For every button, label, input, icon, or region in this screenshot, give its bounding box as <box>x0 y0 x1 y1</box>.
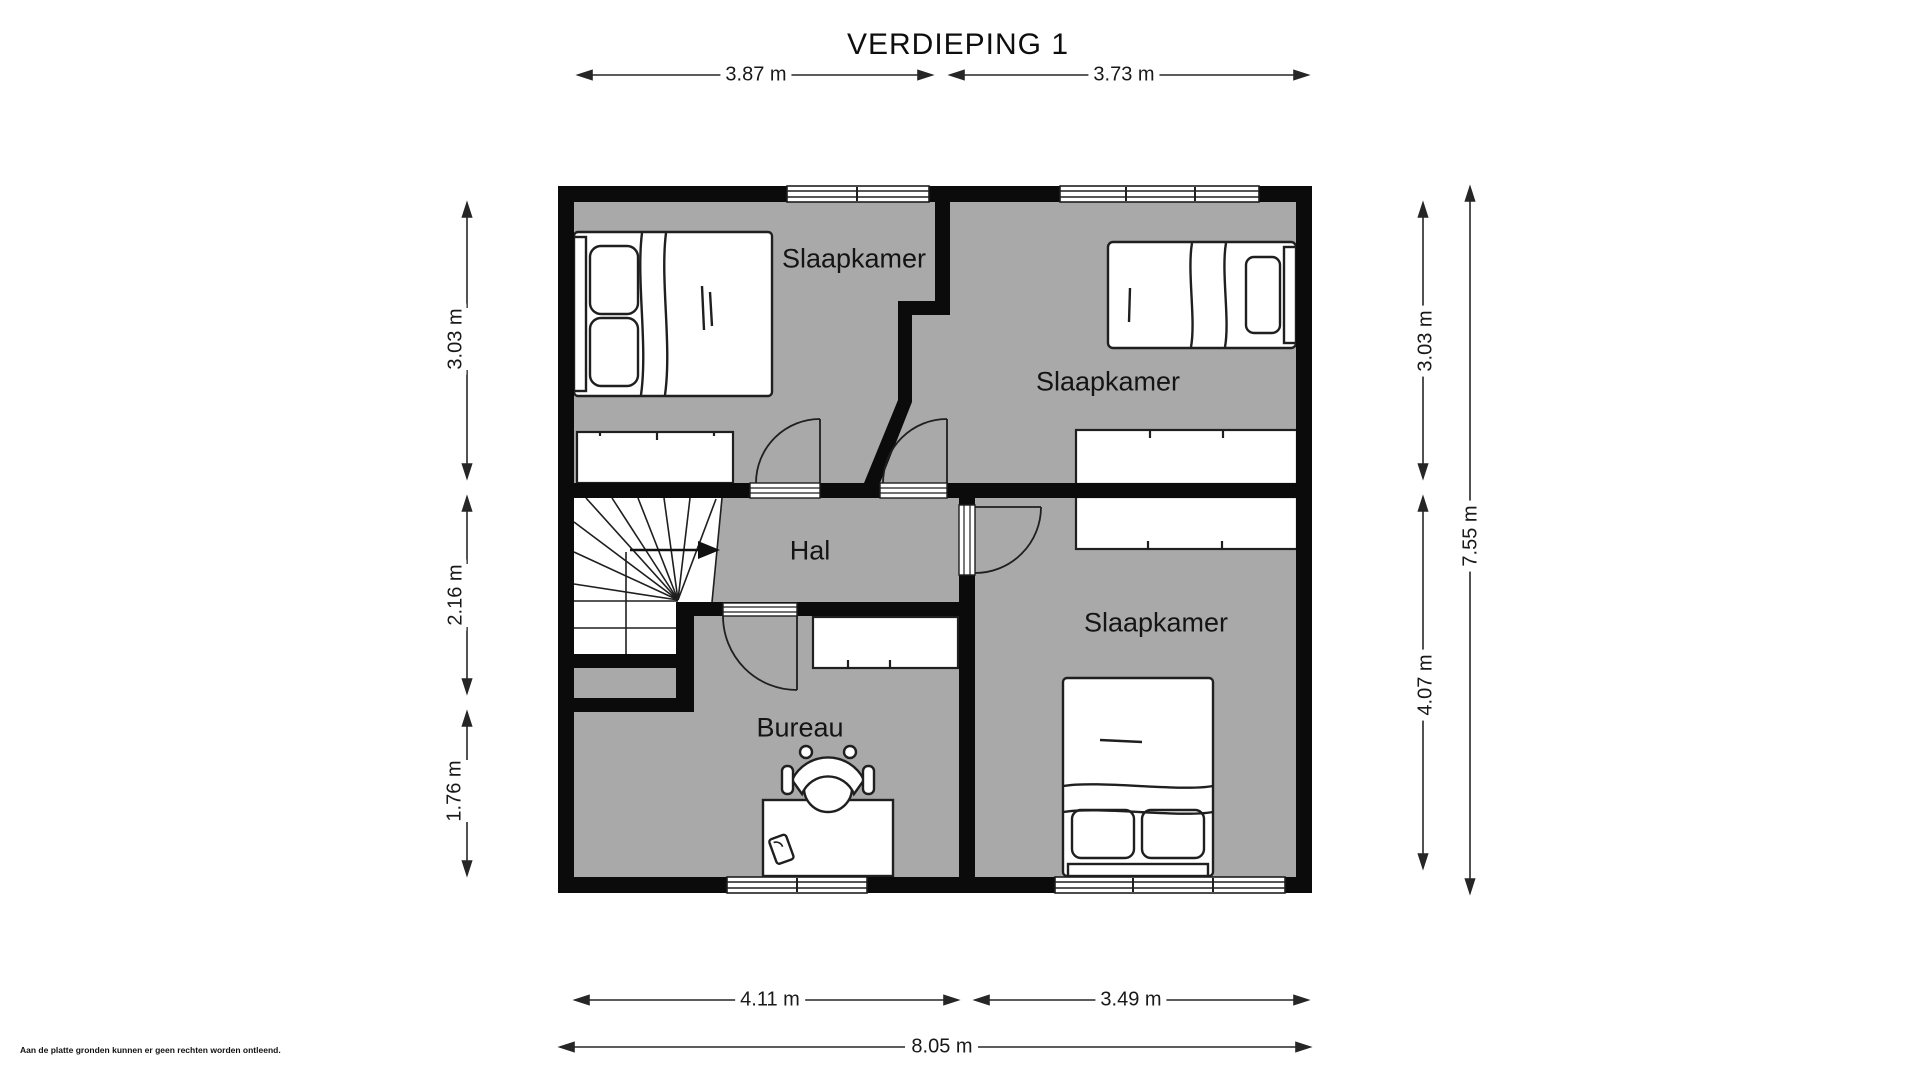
closet <box>1074 428 1299 486</box>
dim-right-lower-height: 4.07 m <box>1415 649 1437 721</box>
page-title: VERDIEPING 1 <box>846 28 1070 61</box>
window <box>1059 185 1260 203</box>
window <box>726 876 868 894</box>
phone-icon <box>768 833 795 865</box>
office-chair <box>780 744 876 814</box>
door-threshold <box>958 504 976 576</box>
room-label-bedroom-top-right: Slaapkamer <box>1035 366 1181 397</box>
stairs-direction-arrow-icon <box>630 541 720 559</box>
dimension-lines <box>461 69 1476 1053</box>
closet <box>575 430 735 485</box>
dim-bottom-right-width: 3.49 m <box>1095 989 1167 1011</box>
dim-left-middle-height: 2.16 m <box>445 559 467 631</box>
dim-left-upper-height: 3.03 m <box>445 303 467 375</box>
dim-top-right-width: 3.73 m <box>1088 64 1160 86</box>
door-threshold <box>879 482 948 499</box>
door-swing <box>974 506 1042 574</box>
door-swing <box>722 615 798 691</box>
room-label-office: Bureau <box>756 712 844 743</box>
disclaimer-text: Aan de platte gronden kunnen er geen rec… <box>20 1045 281 1055</box>
door-threshold <box>749 482 821 499</box>
closet <box>1074 495 1299 551</box>
double-bed <box>1061 676 1215 878</box>
room-label-bedroom-top-left: Slaapkamer <box>781 243 927 274</box>
room-label-bedroom-bottom-right: Slaapkamer <box>1083 607 1229 638</box>
dim-left-lower-height: 1.76 m <box>444 755 466 827</box>
dim-top-left-width: 3.87 m <box>720 64 792 86</box>
door-swing <box>755 418 821 484</box>
door-threshold <box>722 602 798 617</box>
cabinet <box>811 615 960 670</box>
door-swing <box>882 418 948 484</box>
dim-right-upper-height: 3.03 m <box>1415 305 1437 377</box>
room-label-hall: Hal <box>789 535 831 566</box>
window <box>1054 876 1286 894</box>
dim-bottom-total-width: 8.05 m <box>906 1036 978 1058</box>
dim-bottom-left-width: 4.11 m <box>735 989 805 1011</box>
single-bed <box>1106 240 1298 350</box>
dim-right-total-height: 7.55 m <box>1460 500 1482 572</box>
window <box>786 185 930 203</box>
double-bed <box>572 230 774 398</box>
